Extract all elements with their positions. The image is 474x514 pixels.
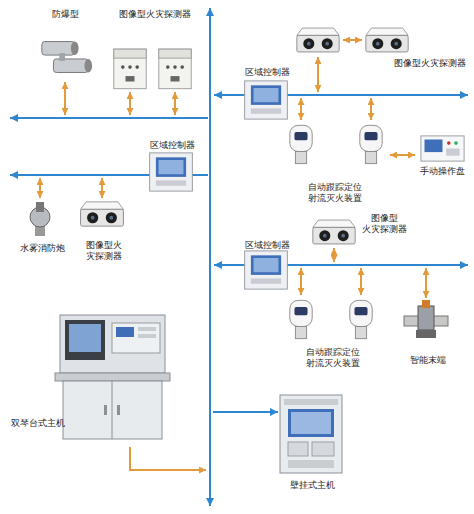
device-arrow xyxy=(64,82,66,115)
jet-extinguisher xyxy=(360,125,382,163)
device-arrow xyxy=(425,268,427,298)
device-group: 防爆型 xyxy=(30,5,100,90)
device-label: 自动跟踪定位 射流灭火装置 xyxy=(300,347,365,369)
manual-panel xyxy=(421,136,464,161)
jet-extinguisher xyxy=(290,125,312,163)
devices xyxy=(30,28,464,473)
device-label: 区域控制器 xyxy=(235,67,300,78)
device-label: 双琴台式主机 xyxy=(10,418,66,429)
device-group: 图像型火灾探测器 xyxy=(105,5,205,95)
device-group: 双琴台式主机 xyxy=(10,310,170,445)
wall-host xyxy=(280,395,342,473)
explosion-proof-detector xyxy=(42,42,92,73)
host-link xyxy=(213,411,278,413)
image-detector xyxy=(81,202,124,226)
device-label: 图像型 火灾探测器 xyxy=(360,213,408,235)
device-label: 区域控制器 xyxy=(235,240,300,251)
device-label: 防爆型 xyxy=(30,9,100,20)
image-detector xyxy=(297,28,339,52)
device-group: 图像型火灾探测器 xyxy=(290,8,470,73)
device-links xyxy=(40,40,426,470)
device-arrow xyxy=(343,39,362,41)
zone-controller xyxy=(150,153,193,191)
bus-lines xyxy=(10,8,468,506)
device-arrow xyxy=(39,178,41,198)
device-group: 手动操作盘 xyxy=(415,130,470,180)
device-label: 图像型火灾探测器 xyxy=(390,58,470,69)
device-label: 智能末端 xyxy=(395,355,460,366)
device-arrow xyxy=(333,248,335,262)
device-arrow xyxy=(101,178,103,198)
device-arrow xyxy=(300,98,302,120)
image-detector xyxy=(159,49,191,89)
device-group: 自动跟踪定位 射流灭火装置 xyxy=(280,120,390,212)
smart-terminal xyxy=(404,300,448,338)
jet-extinguisher xyxy=(290,300,312,338)
image-detector xyxy=(313,220,355,244)
device-group: 智能末端 xyxy=(395,295,460,375)
device-group: 区域控制器 xyxy=(135,138,210,196)
device-label: 自动跟踪定位 射流灭火装置 xyxy=(305,182,365,204)
device-label: 图像型火 灾探测器 xyxy=(81,240,126,262)
main-bus xyxy=(209,8,211,506)
device-arrow xyxy=(317,57,319,92)
device-label: 图像型火灾探测器 xyxy=(105,9,205,20)
device-arrow xyxy=(129,92,131,115)
device-label: 水雾消防炮 xyxy=(10,243,75,254)
device-arrow xyxy=(174,92,176,115)
device-label: 手动操作盘 xyxy=(415,166,470,177)
jet-extinguisher xyxy=(350,300,372,338)
console-host xyxy=(55,315,170,439)
link-arrow xyxy=(390,154,415,156)
image-detector xyxy=(114,49,146,89)
device-group: 图像型 火灾探测器 xyxy=(305,205,405,250)
device-group: 图像型火 灾探测器 xyxy=(75,195,132,275)
device-group: 水雾消防炮 xyxy=(10,195,75,260)
host-arrow xyxy=(130,447,206,470)
device-group: 自动跟踪定位 射流灭火装置 xyxy=(280,295,385,375)
device-arrow xyxy=(370,98,372,120)
device-group: 壁挂式主机 xyxy=(275,390,350,495)
image-detector xyxy=(366,28,408,52)
device-group: 区域控制器 xyxy=(235,65,300,120)
water-mist-cannon xyxy=(30,202,50,236)
device-arrow xyxy=(360,268,362,295)
device-group: 区域控制器 xyxy=(235,238,300,294)
zone-controller xyxy=(245,251,288,289)
zone-controller xyxy=(245,81,288,119)
device-label: 区域控制器 xyxy=(135,140,210,151)
branch-bus xyxy=(10,117,208,119)
device-label: 壁挂式主机 xyxy=(275,480,350,491)
device-arrow xyxy=(300,268,302,295)
